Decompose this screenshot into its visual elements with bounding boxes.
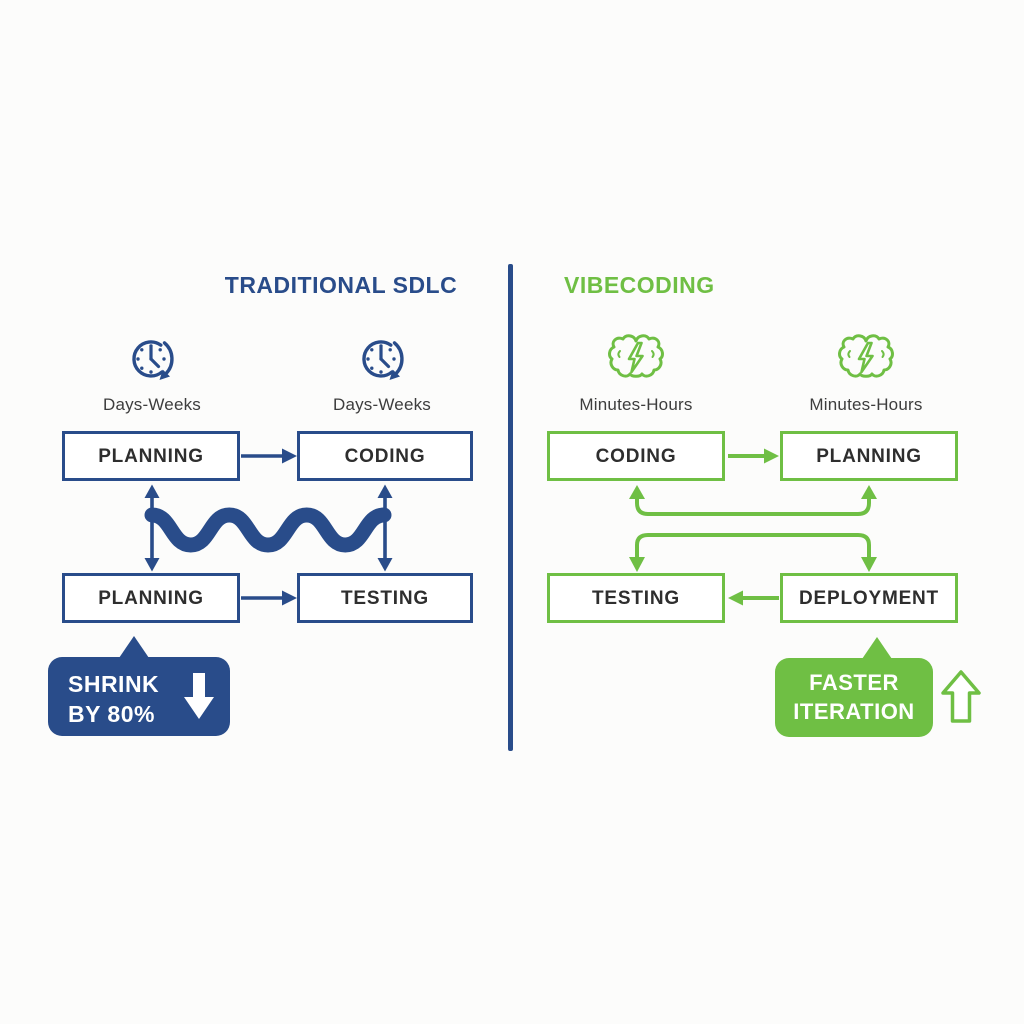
flow-arrow-planning-to-coding [241, 448, 297, 464]
planning-box: PLANNING [780, 431, 958, 481]
badge-text: SHRINK BY 80% [68, 669, 159, 730]
loop-connector-up [629, 485, 877, 516]
flow-arrow-planning-to-testing [241, 590, 297, 606]
deployment-box: DEPLOYMENT [780, 573, 958, 623]
time-label: Days-Weeks [332, 395, 432, 414]
testing-box: TESTING [547, 573, 725, 623]
flow-arrow-deployment-to-testing [728, 590, 779, 606]
loop-connector-down [629, 533, 877, 572]
time-label: Minutes-Hours [809, 395, 923, 414]
time-label: Days-Weeks [102, 395, 202, 414]
double-arrow-right [377, 484, 393, 572]
clock-icon [132, 340, 174, 380]
vibecoding-title: VIBECODING [564, 272, 715, 298]
badge-line1: SHRINK [68, 671, 160, 697]
coding-box: CODING [297, 431, 473, 481]
chaos-wavy-line [144, 507, 392, 553]
down-arrow-icon [184, 673, 214, 719]
testing-box: TESTING [297, 573, 473, 623]
badge-line2: BY 80% [68, 701, 155, 728]
double-arrow-left [144, 484, 160, 572]
flow-arrow-coding-to-planning [728, 448, 779, 464]
time-label: Minutes-Hours [579, 395, 693, 414]
traditional-sdlc-title: TRADITIONAL SDLC [224, 272, 458, 298]
brain-lightning-icon [608, 334, 664, 378]
shrink-badge: SHRINK BY 80% [48, 657, 230, 736]
panel-divider [508, 264, 513, 751]
planning-box-bottom: PLANNING [62, 573, 240, 623]
badge-text: FASTER ITERATION [775, 658, 933, 737]
faster-iteration-badge: FASTER ITERATION [775, 658, 933, 737]
planning-box-top: PLANNING [62, 431, 240, 481]
badge-pointer [119, 636, 149, 658]
up-arrow-icon [941, 670, 981, 723]
clock-icon [362, 340, 404, 380]
coding-box: CODING [547, 431, 725, 481]
brain-lightning-icon [838, 334, 894, 378]
badge-line2: ITERATION [793, 698, 915, 724]
badge-line1: FASTER [809, 670, 899, 696]
badge-pointer [862, 637, 892, 659]
